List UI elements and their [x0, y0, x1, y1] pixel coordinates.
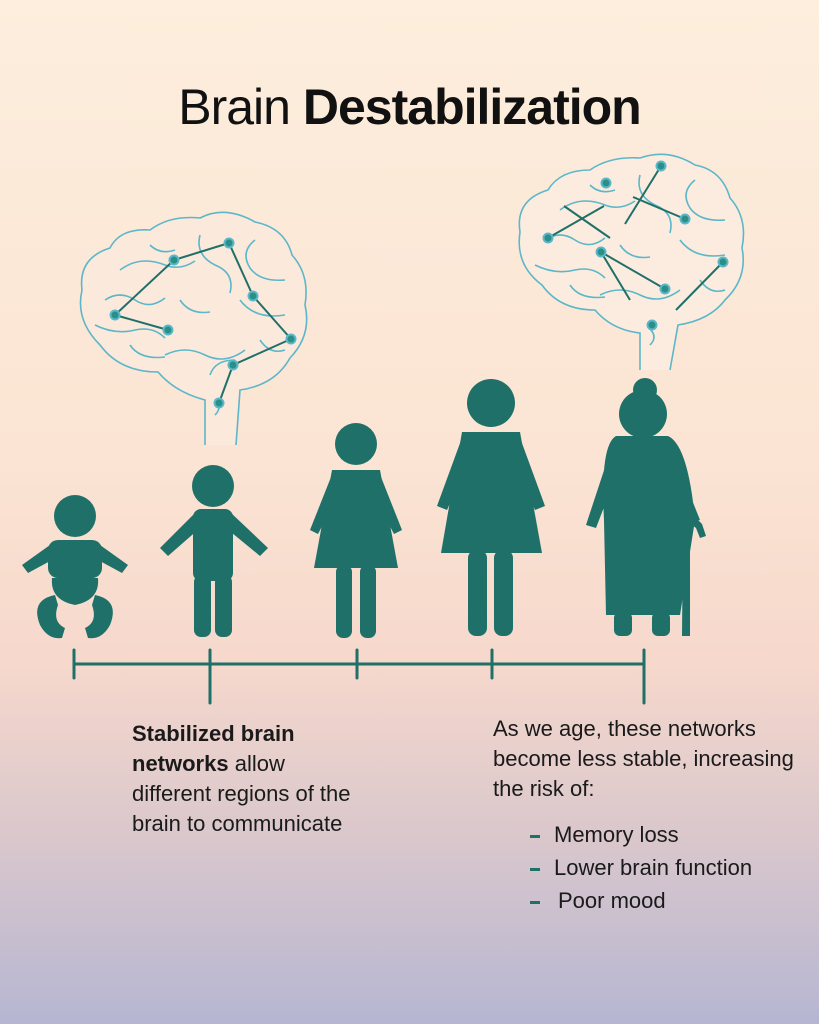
- stable-network-nodes: [109, 237, 297, 409]
- stable-network: [114, 242, 292, 404]
- dash-icon: [530, 900, 540, 904]
- child-figure-icon: [160, 465, 268, 637]
- age-timeline: [72, 648, 646, 705]
- dash-icon: [530, 834, 540, 838]
- baby-figure-icon: [22, 495, 128, 639]
- destabilized-network-nodes: [542, 160, 729, 331]
- destabilized-network: [547, 165, 724, 311]
- risk-label: Poor mood: [558, 888, 666, 913]
- stable-brain-icon: [79, 211, 308, 446]
- girl-figure-icon: [310, 423, 402, 638]
- page-title: Brain Destabilization: [0, 78, 819, 136]
- aging-caption: As we age, these networks become less st…: [493, 716, 794, 801]
- risk-item: Lower brain function: [530, 851, 752, 884]
- risk-item: Poor mood: [530, 884, 752, 917]
- risk-list: Memory loss Lower brain function Poor mo…: [530, 818, 752, 917]
- risk-label: Memory loss: [554, 822, 679, 847]
- stabilized-caption: Stabilized brain networks allow differen…: [132, 719, 352, 839]
- destabilized-brain-icon: [518, 153, 745, 371]
- stabilized-caption-bold: Stabilized brain networks: [132, 721, 295, 776]
- title-bold: Destabilization: [302, 79, 642, 135]
- woman-figure-icon: [437, 379, 545, 636]
- risk-item: Memory loss: [530, 818, 752, 851]
- dash-icon: [530, 867, 540, 871]
- risk-label: Lower brain function: [554, 855, 753, 880]
- title-light: Brain: [178, 79, 291, 135]
- stabilized-caption-rest: allow different regions of the brain to …: [132, 751, 351, 836]
- elderly-woman-figure-icon: [586, 378, 706, 636]
